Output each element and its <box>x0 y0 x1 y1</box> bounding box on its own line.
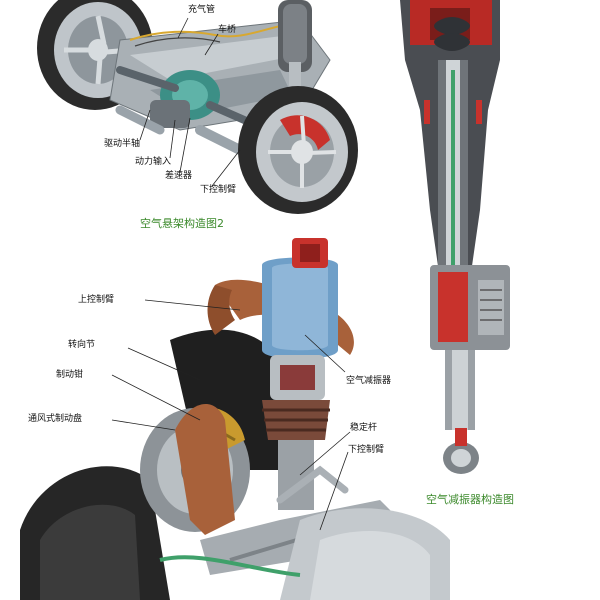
label-lower-arm-front: 下控制臂 <box>348 445 385 455</box>
front-suspension-assembly <box>20 238 450 600</box>
label-air-pipe: 充气管 <box>188 5 216 15</box>
label-differential: 差速器 <box>165 171 193 181</box>
label-air-damper: 空气减振器 <box>346 376 392 386</box>
label-steering-knuckle: 转向节 <box>68 340 96 350</box>
caption-air-suspension-2: 空气悬架构造图2 <box>140 217 224 230</box>
air-damper-cutaway <box>400 0 510 474</box>
rear-axle-assembly <box>37 0 358 214</box>
label-vented-disc: 通风式制动盘 <box>28 414 83 424</box>
label-brake-caliper: 制动钳 <box>56 370 84 380</box>
label-lower-arm-rear: 下控制臂 <box>200 185 237 195</box>
right-rear-wheel <box>238 86 358 214</box>
label-upper-arm: 上控制臂 <box>78 295 115 305</box>
label-drive-half-shaft: 驱动半轴 <box>104 139 141 149</box>
label-stabilizer: 稳定杆 <box>350 423 378 433</box>
label-power-input: 动力输入 <box>135 157 172 167</box>
caption-air-damper: 空气减振器构造图 <box>426 493 514 506</box>
label-axle: 车桥 <box>218 25 237 35</box>
